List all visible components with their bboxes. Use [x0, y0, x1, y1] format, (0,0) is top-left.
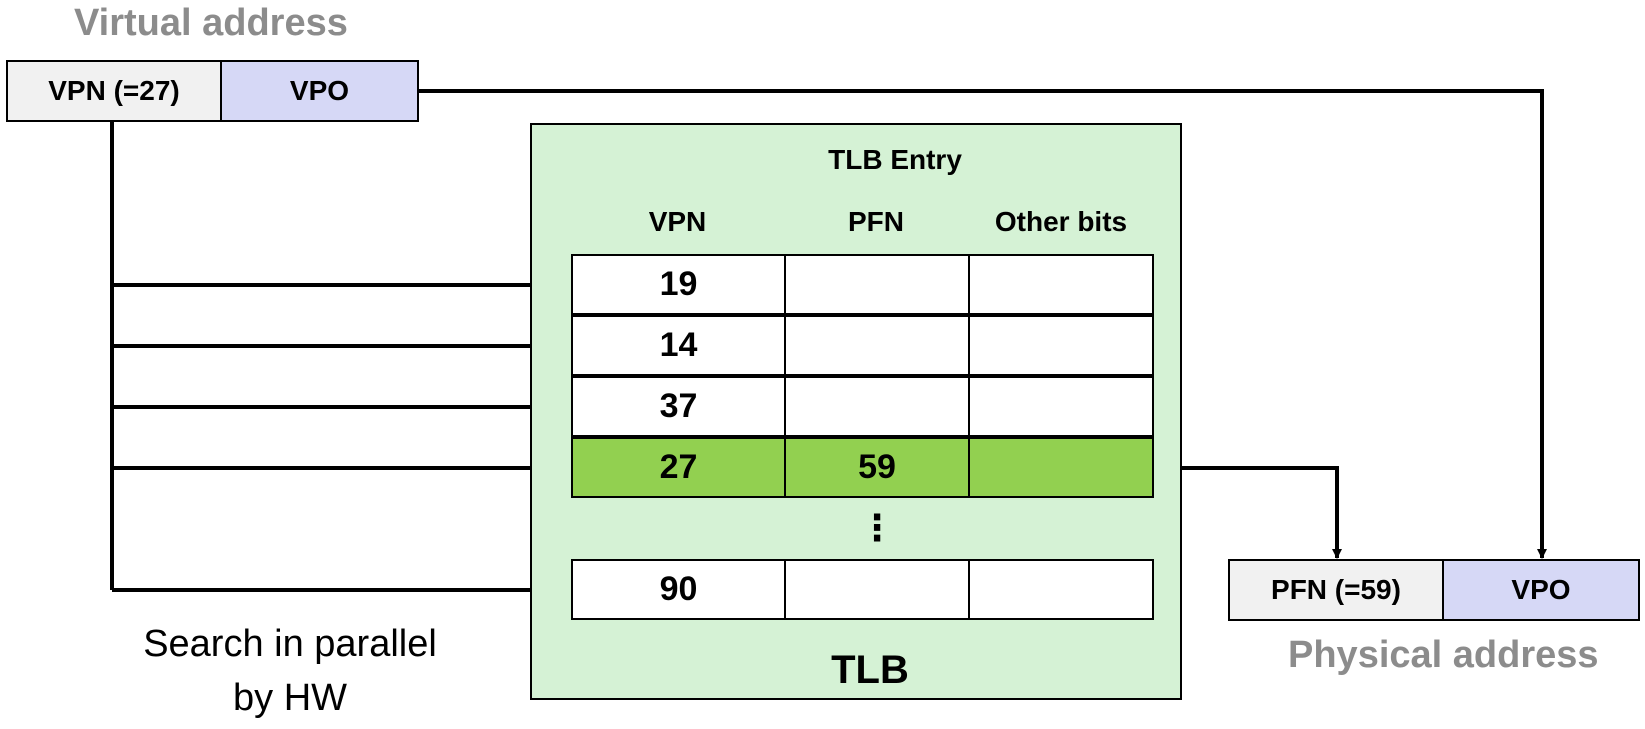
tlb-row: 19 — [571, 254, 1154, 315]
search-note-line-1: Search in parallel — [143, 623, 437, 665]
tlb-row: 90 — [571, 559, 1154, 620]
tlb-title: TLB — [831, 648, 909, 692]
tlb-cell-pfn — [786, 378, 970, 435]
tlb-cell-pfn — [786, 256, 970, 313]
tlb-cell-other — [970, 439, 1152, 496]
column-header-vpn: VPN — [648, 206, 707, 237]
search-note-line-2: by HW — [233, 677, 347, 719]
physical-address-caption: Physical address — [1288, 634, 1599, 676]
tlb-cell-other — [970, 378, 1152, 435]
tlb-cell-other — [970, 561, 1152, 618]
tlb-row-hit: 27 59 — [571, 437, 1154, 498]
tlb-cell-other — [970, 317, 1152, 374]
tlb-cell-vpn: 37 — [573, 378, 786, 435]
tlb-entry-title: TLB Entry — [828, 144, 962, 175]
tlb-row: 37 — [571, 376, 1154, 437]
tlb-cell-other — [970, 256, 1152, 313]
tlb-cell-vpn: 27 — [573, 439, 786, 496]
physical-vpo-field: VPO — [1442, 559, 1640, 621]
vpo-passthrough-arrow — [418, 89, 1547, 559]
tlb-cell-pfn: 59 — [786, 439, 970, 496]
virtual-address-caption: Virtual address — [74, 2, 348, 44]
ellipsis-icon: ⋮ — [859, 507, 895, 548]
tlb-cell-vpn: 90 — [573, 561, 786, 618]
tlb-cell-pfn — [786, 561, 970, 618]
pfn-output-arrow — [1154, 466, 1342, 559]
tlb-cell-pfn — [786, 317, 970, 374]
physical-pfn-field: PFN (=59) — [1228, 559, 1444, 621]
virtual-vpn-field: VPN (=27) — [6, 60, 222, 122]
tlb-cell-vpn: 19 — [573, 256, 786, 313]
virtual-vpo-field: VPO — [220, 60, 419, 122]
column-header-pfn: PFN — [848, 206, 904, 237]
column-header-other-bits: Other bits — [994, 206, 1128, 237]
tlb-cell-vpn: 14 — [573, 317, 786, 374]
tlb-row: 14 — [571, 315, 1154, 376]
